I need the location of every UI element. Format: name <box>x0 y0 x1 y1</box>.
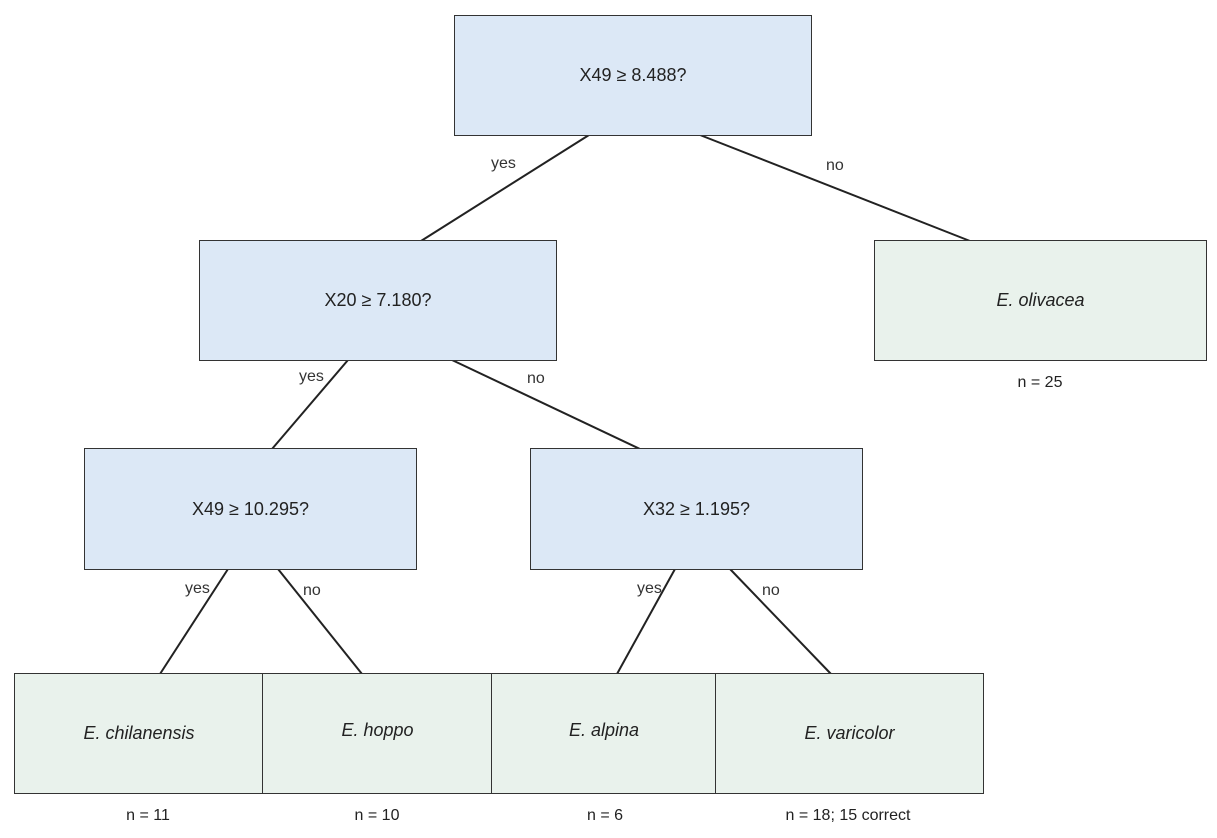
x32-question: X32 ≥ 1.195? <box>643 498 750 519</box>
edge-label-root-no: no <box>826 157 844 174</box>
x20-node: X20 ≥ 7.180? <box>199 240 557 361</box>
count-olivacea: n = 25 <box>1017 374 1063 391</box>
count-chilanensis: n = 11 <box>126 807 170 824</box>
count-hoppo: n = 10 <box>354 807 400 824</box>
root-node: X49 ≥ 8.488? <box>454 15 812 136</box>
count-varicolor: n = 18; 15 correct <box>785 807 911 824</box>
edge-label-x32-no: no <box>762 582 780 599</box>
root-question: X49 ≥ 8.488? <box>579 65 687 85</box>
leaf-alpina-species: E. alpina <box>568 720 640 740</box>
edge-x49b-no <box>277 568 363 675</box>
edge-label-x49b-yes: yes <box>185 580 210 597</box>
x20-question: X20 ≥ 7.180? <box>324 290 432 310</box>
leaf-olivacea: E. olivacea <box>874 240 1207 361</box>
count-alpina: n = 6 <box>586 807 624 824</box>
edge-x32-yes <box>616 568 676 675</box>
leaf-varicolor-species: E. varicolor <box>804 723 895 743</box>
edge-label-root-yes: yes <box>491 155 516 172</box>
leaf-varicolor: E. varicolor <box>715 673 984 794</box>
edge-x49b-yes <box>159 568 229 675</box>
leaf-chilanensis-species: E. chilanensis <box>83 723 195 743</box>
edge-x20-yes <box>271 359 349 450</box>
edge-label-x49b-no: no <box>303 582 321 599</box>
edge-root-no <box>699 134 971 242</box>
edge-root-yes <box>420 134 590 242</box>
leaf-hoppo: E. hoppo <box>262 673 493 794</box>
leaf-alpina: E. alpina <box>491 673 717 794</box>
edge-label-x32-yes: yes <box>637 580 662 597</box>
edge-label-x20-yes: yes <box>299 368 324 385</box>
edge-x20-no <box>451 359 641 450</box>
leaf-hoppo-species: E. hoppo <box>341 720 414 740</box>
x49b-node: X49 ≥ 10.295? <box>84 448 417 570</box>
x49b-question: X49 ≥ 10.295? <box>192 498 309 519</box>
leaf-olivacea-species: E. olivacea <box>996 290 1085 310</box>
edge-x32-no <box>729 568 832 675</box>
leaf-chilanensis: E. chilanensis <box>14 673 264 794</box>
x32-node: X32 ≥ 1.195? <box>530 448 863 570</box>
edge-label-x20-no: no <box>527 370 545 387</box>
